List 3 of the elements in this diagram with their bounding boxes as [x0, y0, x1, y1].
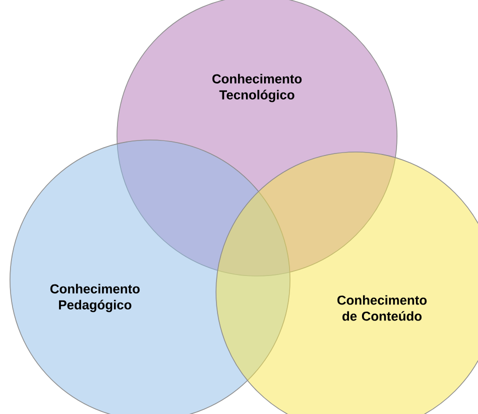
circle-label: Conhecimento Tecnológico	[212, 74, 302, 102]
circle-label: Conhecimento Pedagógico	[50, 284, 140, 312]
circle-label: Conhecimento de Conteúdo	[337, 295, 427, 321]
